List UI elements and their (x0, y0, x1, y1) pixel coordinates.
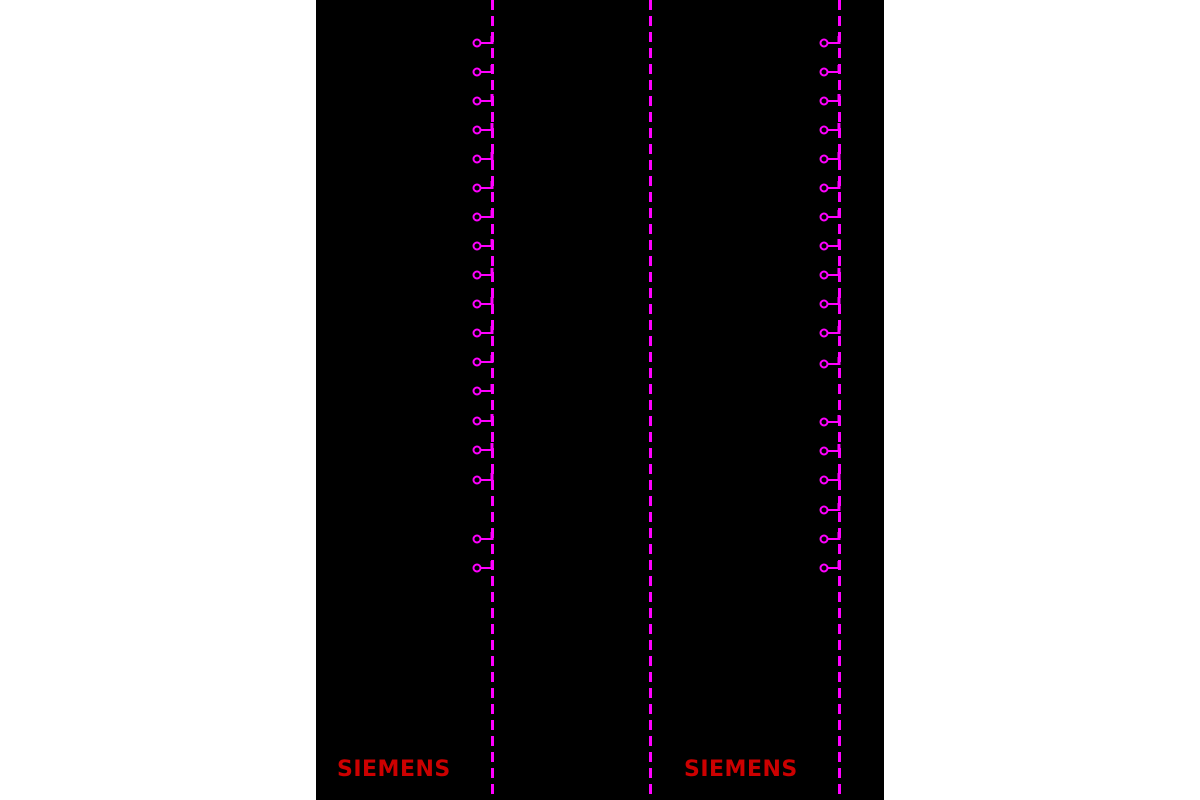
pin-connector-icon (819, 239, 841, 253)
pin-connector-icon (819, 181, 841, 195)
pin-connector-icon (819, 297, 841, 311)
siemens-logo-right: SIEMENS (684, 757, 798, 782)
diagram-canvas: SIEMENS SIEMENS (316, 0, 884, 800)
pin-connector-icon (819, 473, 841, 487)
pin-connector-icon (472, 297, 494, 311)
pin-connector-icon (819, 152, 841, 166)
pin-connector-icon (472, 532, 494, 546)
left-bus-line (491, 0, 494, 800)
pin-connector-icon (819, 36, 841, 50)
pin-connector-icon (819, 123, 841, 137)
pin-connector-icon (472, 36, 494, 50)
right-bus-line (838, 0, 841, 800)
pin-connector-icon (819, 65, 841, 79)
pin-connector-icon (472, 443, 494, 457)
pin-connector-icon (819, 357, 841, 371)
pin-connector-icon (819, 210, 841, 224)
pin-connector-icon (472, 473, 494, 487)
pin-connector-icon (472, 152, 494, 166)
pin-connector-icon (819, 415, 841, 429)
pin-connector-icon (472, 561, 494, 575)
pin-connector-icon (472, 355, 494, 369)
siemens-logo-left: SIEMENS (337, 757, 451, 782)
pin-connector-icon (472, 94, 494, 108)
pin-connector-icon (472, 181, 494, 195)
pin-connector-icon (472, 239, 494, 253)
pin-connector-icon (819, 561, 841, 575)
pin-connector-icon (472, 65, 494, 79)
pin-connector-icon (472, 210, 494, 224)
pin-connector-icon (819, 94, 841, 108)
pin-connector-icon (472, 414, 494, 428)
separator-line (649, 0, 652, 800)
pin-connector-icon (819, 503, 841, 517)
pin-connector-icon (819, 268, 841, 282)
pin-connector-icon (819, 444, 841, 458)
pin-connector-icon (472, 268, 494, 282)
pin-connector-icon (472, 123, 494, 137)
pin-connector-icon (472, 384, 494, 398)
pin-connector-icon (819, 532, 841, 546)
pin-connector-icon (472, 326, 494, 340)
pin-connector-icon (819, 326, 841, 340)
